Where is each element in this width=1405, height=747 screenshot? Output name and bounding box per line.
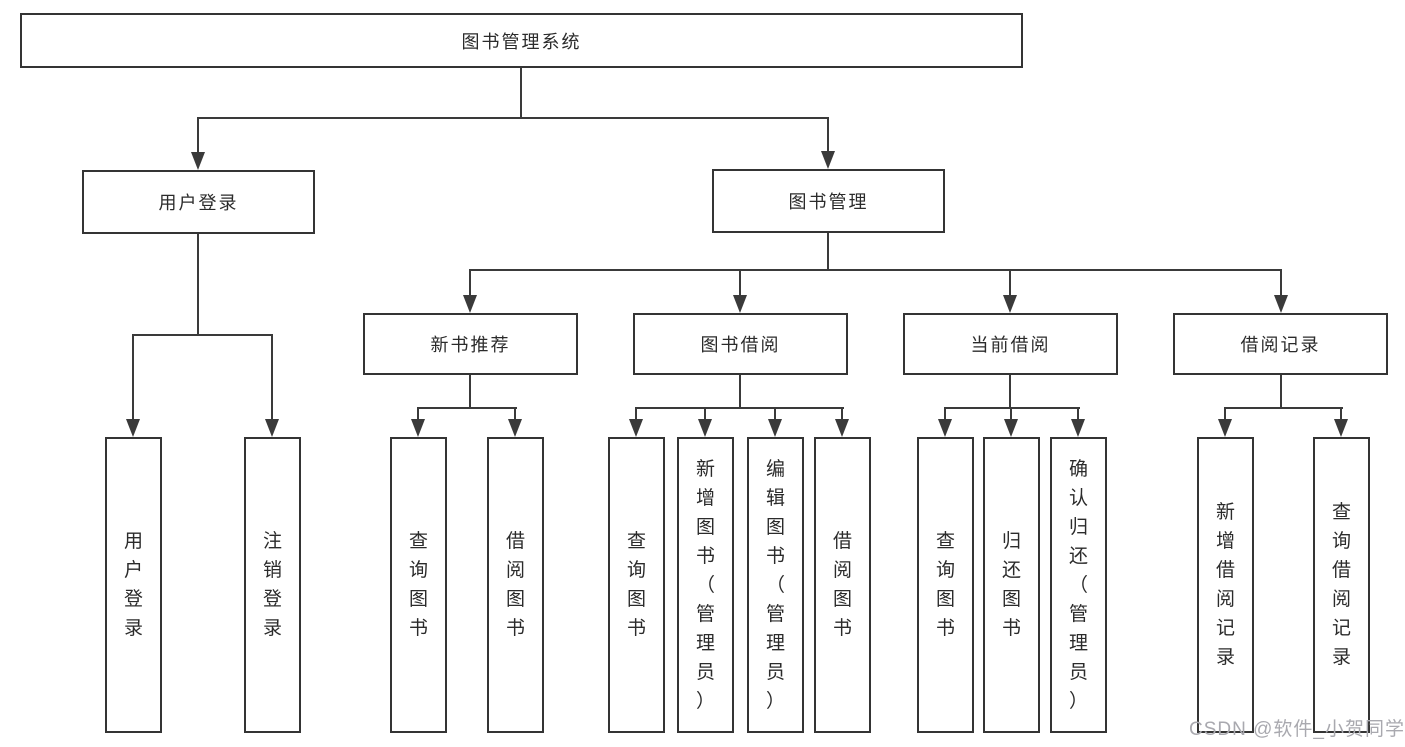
arrowhead-leaf — [835, 419, 849, 437]
leaf-label: 新增图书（管理员） — [695, 458, 715, 712]
watermark-text: CSDN @软件_小贺同学 — [1189, 719, 1405, 740]
connector-leaf — [704, 408, 706, 419]
connector-leaf — [841, 408, 843, 419]
leaf-label: 编辑图书（管理员） — [765, 458, 785, 712]
connector-to-new-books — [469, 270, 471, 295]
leaf-edit-books-admin: 编辑图书（管理员） — [747, 437, 804, 733]
leaf-label: 新增借阅记录 — [1215, 502, 1235, 668]
connector-borrow-records-drop — [1280, 375, 1282, 408]
arrowhead-user-login — [191, 152, 205, 170]
connector-leaf — [1224, 408, 1226, 419]
node-label: 用户登录 — [158, 193, 239, 213]
node-label: 图书借阅 — [700, 335, 781, 355]
node-label: 借阅记录 — [1240, 335, 1321, 355]
connector-new-books-drop — [469, 375, 471, 408]
leaf-borrow-books: 借阅图书 — [814, 437, 871, 733]
connector-leaf — [1077, 408, 1079, 419]
leaf-label: 注销登录 — [262, 531, 282, 639]
connector-to-book-borrow — [739, 270, 741, 295]
leaf-label: 确认归还（管理员） — [1068, 458, 1088, 712]
leaf-label: 查询借阅记录 — [1331, 502, 1351, 668]
connector-to-leaf-login — [132, 335, 134, 419]
connector-leaf — [635, 408, 637, 419]
connector-leaf — [1010, 408, 1012, 419]
arrowhead-book-borrow — [733, 295, 747, 313]
leaf-borrow-books-recommend: 借阅图书 — [487, 437, 544, 733]
leaf-label: 用户登录 — [123, 531, 143, 639]
arrowhead-leaf — [629, 419, 643, 437]
node-label: 图书管理 — [788, 192, 869, 212]
leaf-logout: 注销登录 — [244, 437, 301, 733]
arrowhead-leaf — [508, 419, 522, 437]
leaf-add-books-admin: 新增图书（管理员） — [677, 437, 734, 733]
node-label: 新书推荐 — [430, 335, 511, 355]
arrowhead-leaf — [1334, 419, 1348, 437]
node-book-borrowing: 图书借阅 — [633, 313, 848, 375]
connector-book-borrow-bus — [635, 407, 844, 409]
leaf-label: 借阅图书 — [832, 531, 852, 639]
connector-leaf — [417, 408, 419, 419]
leaf-label: 归还图书 — [1001, 531, 1021, 639]
connector-user-login-bus — [132, 334, 273, 336]
node-user-login: 用户登录 — [82, 170, 315, 234]
leaf-return-books: 归还图书 — [983, 437, 1040, 733]
arrowhead-leaf — [1071, 419, 1085, 437]
connector-to-current-borrow — [1009, 270, 1011, 295]
connector-book-management-drop — [827, 232, 829, 270]
leaf-label: 查询图书 — [408, 531, 428, 639]
arrowhead-new-books — [463, 295, 477, 313]
connector-leaf — [944, 408, 946, 419]
node-book-management: 图书管理 — [712, 169, 945, 233]
arrowhead-leaf — [938, 419, 952, 437]
node-new-book-recommend: 新书推荐 — [363, 313, 578, 375]
leaf-user-login: 用户登录 — [105, 437, 162, 733]
node-current-borrowing: 当前借阅 — [903, 313, 1118, 375]
connector-user-login-drop — [197, 233, 199, 335]
connector-borrow-records-bus — [1224, 407, 1343, 409]
leaf-query-books-current: 查询图书 — [917, 437, 974, 733]
node-label: 图书管理系统 — [461, 31, 582, 52]
connector-current-borrow-bus — [944, 407, 1080, 409]
connector-new-books-bus — [417, 407, 517, 409]
connector-leaf — [514, 408, 516, 419]
leaf-label: 查询图书 — [626, 531, 646, 639]
arrowhead-book-management — [821, 151, 835, 169]
connector-to-book-management — [827, 118, 829, 152]
connector-level3-bus — [469, 269, 1282, 271]
connector-book-borrow-drop — [739, 375, 741, 408]
arrowhead-leaf — [698, 419, 712, 437]
node-borrowing-records: 借阅记录 — [1173, 313, 1388, 375]
connector-to-borrow-records — [1280, 270, 1282, 295]
leaf-query-books-recommend: 查询图书 — [390, 437, 447, 733]
connector-root-drop — [520, 68, 522, 118]
arrowhead-leaf-logout — [265, 419, 279, 437]
connector-level2-bus — [197, 117, 829, 119]
connector-leaf — [1340, 408, 1342, 419]
arrowhead-leaf — [411, 419, 425, 437]
node-label: 当前借阅 — [970, 335, 1051, 355]
arrowhead-leaf — [1004, 419, 1018, 437]
connector-to-leaf-logout — [271, 335, 273, 419]
leaf-query-books-borrow: 查询图书 — [608, 437, 665, 733]
leaf-label: 查询图书 — [935, 531, 955, 639]
leaf-confirm-return-admin: 确认归还（管理员） — [1050, 437, 1107, 733]
arrowhead-leaf — [1218, 419, 1232, 437]
arrowhead-borrow-records — [1274, 295, 1288, 313]
leaf-label: 借阅图书 — [505, 531, 525, 639]
arrowhead-leaf — [768, 419, 782, 437]
leaf-add-borrow-record: 新增借阅记录 — [1197, 437, 1254, 733]
connector-to-user-login — [197, 118, 199, 152]
arrowhead-leaf-login — [126, 419, 140, 437]
connector-current-borrow-drop — [1009, 375, 1011, 408]
node-library-management-system: 图书管理系统 — [20, 13, 1023, 68]
leaf-query-borrow-record: 查询借阅记录 — [1313, 437, 1370, 733]
connector-leaf — [774, 408, 776, 419]
arrowhead-current-borrow — [1003, 295, 1017, 313]
